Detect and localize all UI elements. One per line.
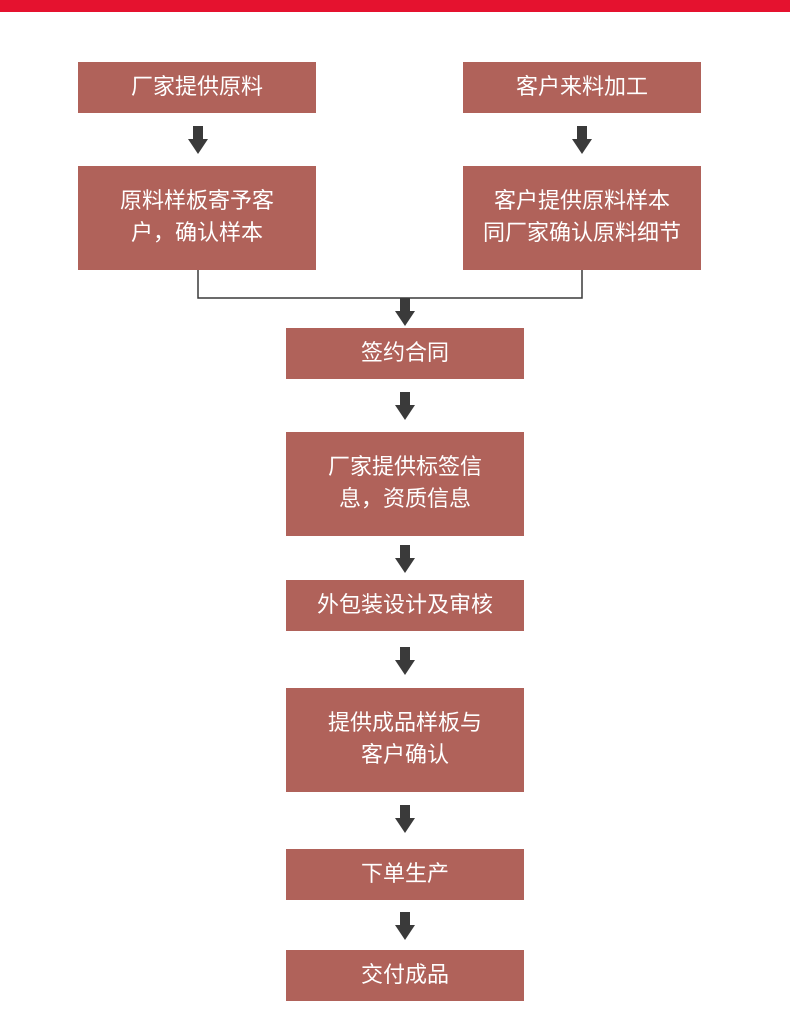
step-production-label: 下单生产 [360, 861, 449, 887]
arrow-down-icon [395, 545, 415, 573]
top-accent-bar [0, 0, 790, 12]
arrow-down-icon [395, 647, 415, 675]
arrow-down-icon [395, 912, 415, 940]
arrow-down-icon [395, 805, 415, 833]
step-product-sample-label: 提供成品样板与 客户确认 [327, 711, 482, 768]
step-customer-sample-confirm: 客户提供原料样本 同厂家确认原料细节 [463, 166, 701, 270]
step-customer-supply: 客户来料加工 [463, 62, 701, 113]
arrow-down-icon [395, 298, 415, 326]
arrow-down-icon [395, 392, 415, 420]
arrow-down-icon [572, 126, 592, 154]
step-factory-supply-label: 厂家提供原料 [130, 74, 263, 100]
step-sign-contract: 签约合同 [286, 328, 524, 379]
step-packaging-design: 外包装设计及审核 [286, 580, 524, 631]
step-sample-to-customer: 原料样板寄予客 户，确认样本 [78, 166, 316, 270]
step-label-info-label: 厂家提供标签信 息，资质信息 [327, 455, 482, 512]
arrow-down-icon [188, 126, 208, 154]
step-sign-contract-label: 签约合同 [360, 340, 449, 366]
step-customer-supply-label: 客户来料加工 [515, 74, 648, 100]
step-product-sample: 提供成品样板与 客户确认 [286, 688, 524, 792]
step-factory-supply: 厂家提供原料 [78, 62, 316, 113]
step-label-info: 厂家提供标签信 息，资质信息 [286, 432, 524, 536]
step-production: 下单生产 [286, 849, 524, 900]
step-customer-sample-confirm-label: 客户提供原料样本 同厂家确认原料细节 [482, 189, 681, 246]
step-sample-to-customer-label: 原料样板寄予客 户，确认样本 [119, 189, 274, 246]
step-delivery-label: 交付成品 [360, 962, 449, 988]
step-delivery: 交付成品 [286, 950, 524, 1001]
step-packaging-design-label: 外包装设计及审核 [316, 592, 493, 618]
